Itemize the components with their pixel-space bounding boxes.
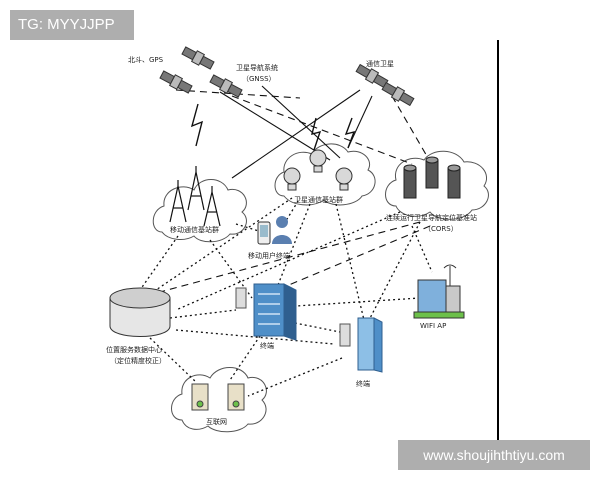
label-data-center-sub: （定位精度校正） — [110, 356, 166, 365]
link-wifi-terminal — [295, 297, 421, 307]
mobile-user-icon — [257, 216, 292, 245]
label-wifi: WIFI AP — [420, 322, 446, 330]
label-mobile-station: 移动通信基站群 — [170, 225, 219, 234]
label-gnss: 卫星导航系统 — [236, 63, 278, 72]
label-internet: 互联网 — [206, 417, 227, 426]
label-data-center: 位置服务数据中心 — [106, 345, 162, 354]
server-icon — [191, 383, 245, 411]
link-cors-datacenter — [175, 211, 401, 311]
label-comm-sat: 通信卫星 — [366, 59, 394, 68]
link-terminal2-internet — [247, 357, 343, 397]
label-sat-station: 卫星通信基站群 — [294, 195, 343, 204]
cors-station-icon — [403, 156, 461, 199]
database-icon — [109, 287, 171, 337]
label-mobile-user: 移动用户终端 — [248, 251, 290, 260]
link-terminal-internet — [229, 335, 261, 381]
link-terminal-terminal2 — [289, 321, 341, 333]
label-gnss-en: （GNSS） — [242, 75, 276, 83]
link-gnss-to-cors-dashed — [231, 95, 413, 165]
link-commsat-to-station — [347, 95, 373, 149]
label-terminal: 终端 — [260, 341, 274, 350]
cloud-satellite-station — [274, 143, 376, 206]
label-terminal-2: 终端 — [356, 379, 370, 388]
link-cors-to-terminal-dashed — [271, 225, 431, 293]
link-cors-to-datacenter-dashed — [159, 221, 421, 293]
satellite-dish-icon — [283, 149, 353, 191]
watermark-top: TG: MYYJJPP — [10, 10, 134, 40]
building-terminal-icon — [235, 283, 297, 341]
satellite-icon — [209, 74, 243, 98]
connections — [139, 85, 433, 397]
link-cors-terminal2 — [367, 221, 421, 323]
link-mobile-datacenter — [139, 235, 179, 291]
link-station-terminal — [275, 203, 311, 291]
watermark-bottom: www.shoujihthtiyu.com — [398, 440, 590, 470]
tall-building-terminal-icon — [339, 317, 383, 373]
link-datacenter-internet — [149, 337, 197, 383]
link-station-datacenter — [149, 197, 293, 295]
label-cors-en: （CORS） — [424, 225, 458, 233]
link-mobile-terminal — [209, 239, 253, 299]
satellite-icon — [181, 46, 215, 70]
link-satellite-to-station — [219, 91, 331, 161]
label-cors: 连续运行卫星导航定位基准站 — [386, 213, 477, 222]
link-datacenter-terminal2 — [175, 329, 335, 345]
link-commsat-to-mobile — [231, 89, 361, 179]
satellite-icon — [355, 63, 389, 89]
label-beidou-gps: 北斗、GPS — [128, 56, 164, 64]
cell-tower-icon — [169, 166, 221, 227]
vertical-divider — [497, 40, 499, 440]
lightning-icon — [190, 103, 356, 151]
satellite-icon — [159, 70, 193, 94]
wifi-ap-icon — [413, 264, 465, 319]
satellite-icon — [381, 81, 415, 107]
link-cors-wifi — [411, 225, 433, 273]
link-datacenter-terminal — [169, 309, 237, 319]
